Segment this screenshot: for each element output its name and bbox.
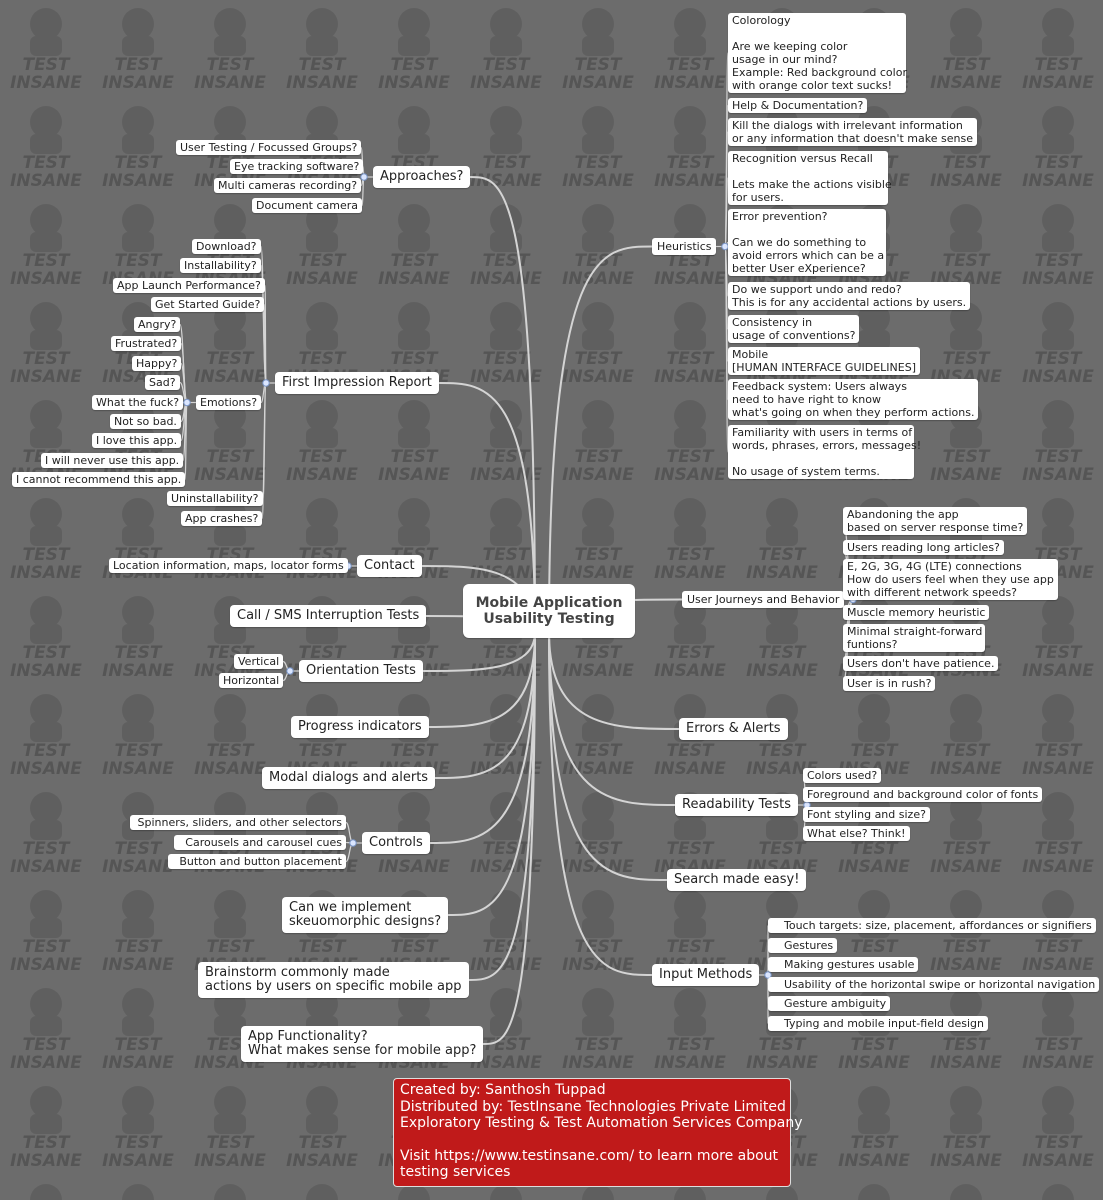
credits-line: Exploratory Testing & Test Automation Se…: [400, 1115, 803, 1131]
approach-user-testing[interactable]: User Testing / Focussed Groups?: [176, 140, 362, 155]
approach-multi-cameras[interactable]: Multi cameras recording?: [214, 178, 362, 193]
journey-rush[interactable]: User is in rush?: [843, 676, 936, 691]
input-horizontal-swipe[interactable]: Usability of the horizontal swipe or hor…: [768, 977, 1100, 992]
readability-colors[interactable]: Colors used?: [803, 768, 882, 783]
emotion-not-so-bad[interactable]: Not so bad.: [110, 414, 181, 429]
central-topic[interactable]: Mobile Application Usability Testing: [463, 584, 635, 638]
heuristic-colorology[interactable]: Colorology Are we keeping color usage in…: [728, 13, 907, 93]
emotion-never-use[interactable]: I will never use this app.: [41, 453, 184, 468]
call-sms-node[interactable]: Call / SMS Interruption Tests: [230, 605, 427, 627]
fi-app-crashes[interactable]: App crashes?: [181, 511, 263, 526]
orientation-vertical[interactable]: Vertical: [234, 654, 284, 669]
journey-abandoning[interactable]: Abandoning the app based on server respo…: [843, 507, 1028, 535]
emotion-happy[interactable]: Happy?: [132, 356, 182, 371]
input-gesture-ambiguity[interactable]: Gesture ambiguity: [768, 996, 891, 1011]
search-node[interactable]: Search made easy!: [667, 869, 807, 891]
errors-alerts-node[interactable]: Errors & Alerts: [679, 718, 788, 740]
emotions-node[interactable]: Emotions?: [196, 395, 262, 410]
credits-line: Distributed by: TestInsane Technologies …: [400, 1098, 786, 1115]
journey-connections[interactable]: E, 2G, 3G, 4G (LTE) connections How do u…: [843, 559, 1058, 600]
central-topic-line-2: Usability Testing: [483, 611, 615, 627]
fi-launch-performance[interactable]: App Launch Performance?: [113, 278, 265, 293]
central-topic-line-1: Mobile Application: [475, 595, 623, 611]
emotion-wtf[interactable]: What the fuck?: [92, 395, 184, 410]
emotion-love[interactable]: I love this app.: [92, 433, 182, 448]
heuristic-familiarity[interactable]: Familiarity with users in terms of words…: [728, 425, 921, 479]
controls-node[interactable]: Controls: [362, 832, 430, 854]
emotion-frustrated[interactable]: Frustrated?: [111, 336, 182, 351]
heuristic-recognition[interactable]: Recognition versus Recall Lets make the …: [728, 151, 892, 205]
credits-box: Created by: Santhosh Tuppad Distributed …: [393, 1078, 803, 1187]
credits-line: [400, 1132, 784, 1148]
approach-eye-tracking[interactable]: Eye tracking software?: [230, 159, 364, 174]
approach-document-camera[interactable]: Document camera: [252, 198, 363, 213]
input-touch-targets[interactable]: Touch targets: size, placement, affordan…: [768, 918, 1096, 933]
orientation-horizontal[interactable]: Horizontal: [219, 673, 284, 688]
journey-muscle-memory[interactable]: Muscle memory heuristic: [843, 605, 990, 620]
readability-what-else[interactable]: What else? Think!: [803, 826, 910, 841]
input-methods-node[interactable]: Input Methods: [652, 964, 760, 986]
heuristics-node[interactable]: Heuristics: [652, 238, 717, 255]
brainstorm-node[interactable]: Brainstorm commonly made actions by user…: [198, 962, 469, 998]
approaches-node[interactable]: Approaches?: [373, 166, 471, 188]
contact-node[interactable]: Contact: [357, 555, 422, 577]
input-gestures[interactable]: Gestures: [768, 938, 838, 953]
progress-node[interactable]: Progress indicators: [291, 716, 429, 738]
fi-download[interactable]: Download?: [192, 239, 261, 254]
controls-spinners[interactable]: Spinners, sliders, and other selectors: [130, 815, 346, 830]
heuristic-help-docs[interactable]: Help & Documentation?: [728, 98, 868, 113]
functionality-node[interactable]: App Functionality? What makes sense for …: [241, 1026, 484, 1062]
credits-line: testing services: [400, 1164, 511, 1180]
heuristic-kill-dialogs[interactable]: Kill the dialogs with irrelevant informa…: [728, 118, 977, 146]
credits-line: Created by: Santhosh Tuppad: [400, 1082, 606, 1098]
input-gestures-usable[interactable]: Making gestures usable: [768, 957, 919, 972]
emotion-angry[interactable]: Angry?: [134, 317, 181, 332]
journey-no-patience[interactable]: Users don't have patience.: [843, 656, 999, 671]
input-typing[interactable]: Typing and mobile input-field design: [768, 1016, 988, 1031]
heuristic-feedback[interactable]: Feedback system: Users always need to ha…: [728, 379, 979, 420]
readability-fg-bg[interactable]: Foreground and background color of fonts: [803, 787, 1043, 802]
fi-installability[interactable]: Installability?: [180, 258, 261, 273]
heuristic-error-prevention[interactable]: Error prevention? Can we do something to…: [728, 209, 886, 276]
skeuomorphic-node[interactable]: Can we implement skeuomorphic designs?: [282, 897, 449, 933]
journeys-node[interactable]: User Journeys and Behavior: [682, 591, 845, 608]
orientation-node[interactable]: Orientation Tests: [299, 660, 423, 682]
modal-node[interactable]: Modal dialogs and alerts: [262, 767, 436, 789]
fi-get-started[interactable]: Get Started Guide?: [151, 297, 265, 312]
controls-buttons[interactable]: Button and button placement: [168, 854, 346, 869]
heuristic-undo-redo[interactable]: Do we support undo and redo? This is for…: [728, 282, 971, 310]
first-impression-node[interactable]: First Impression Report: [275, 372, 439, 394]
fi-uninstallability[interactable]: Uninstallability?: [167, 491, 263, 506]
emotion-sad[interactable]: Sad?: [145, 375, 180, 390]
heuristic-consistency[interactable]: Consistency in usage of conventions?: [728, 315, 860, 343]
readability-node[interactable]: Readability Tests: [675, 794, 799, 816]
emotion-cannot-recommend[interactable]: I cannot recommend this app.: [12, 472, 186, 487]
journey-long-articles[interactable]: Users reading long articles?: [843, 540, 1004, 555]
readability-font-styling[interactable]: Font styling and size?: [803, 807, 930, 822]
contact-location[interactable]: Location information, maps, locator form…: [109, 558, 348, 573]
credits-link-line[interactable]: Visit https://www.testinsane.com/ to lea…: [400, 1147, 779, 1164]
heuristic-mobile-hig[interactable]: Mobile [HUMAN INTERFACE GUIDELINES]: [728, 347, 920, 375]
controls-carousels[interactable]: Carousels and carousel cues: [174, 835, 346, 850]
journey-minimal-functions[interactable]: Minimal straight-forward funtions?: [843, 624, 985, 652]
